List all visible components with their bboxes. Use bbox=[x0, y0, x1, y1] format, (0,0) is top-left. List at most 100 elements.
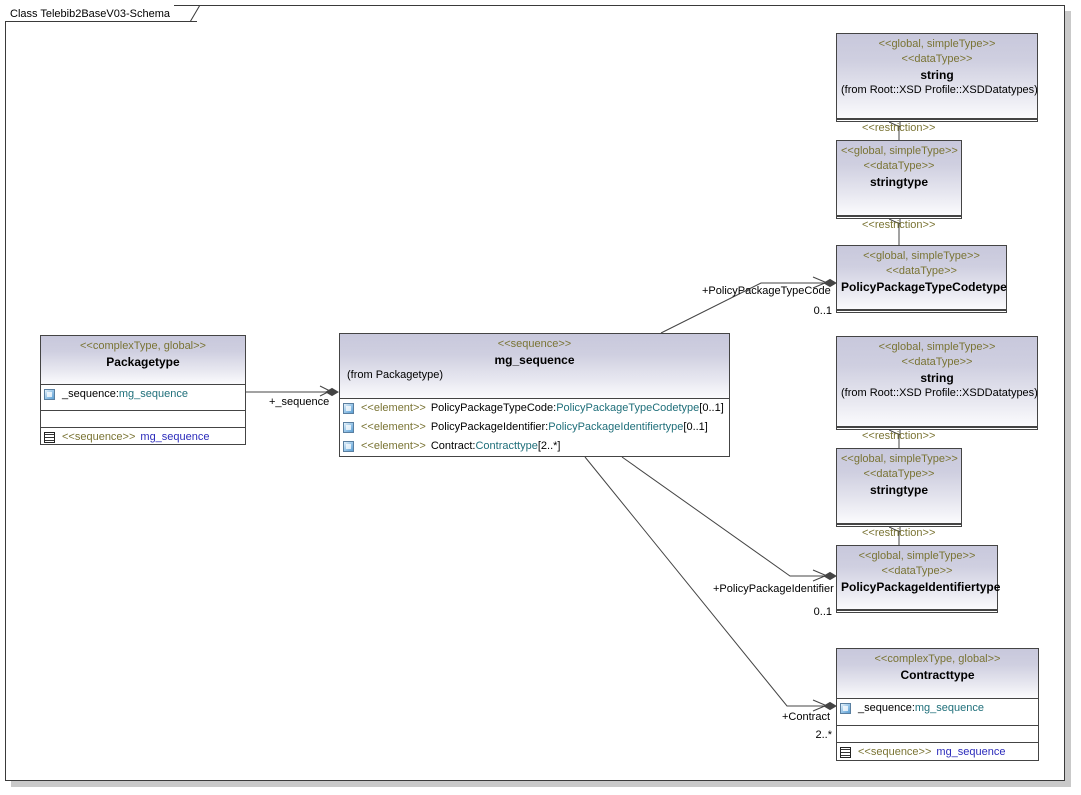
element-multiplicity: [2..*] bbox=[537, 440, 561, 452]
class-name: stringtype bbox=[869, 483, 928, 497]
element-name: Contract: bbox=[430, 440, 476, 452]
element-type: PolicyPackageIdentifiertype bbox=[548, 421, 684, 433]
diagram-title-tab[interactable]: Class Telebib2BaseV03-Schema bbox=[5, 5, 174, 22]
class-stringtype-top[interactable]: <<global, simpleType>> <<dataType>> stri… bbox=[836, 140, 962, 219]
class-attributes-compartment bbox=[837, 216, 961, 226]
class-stereotype-complextype-global: <<complexType, global>> bbox=[80, 340, 206, 352]
class-policypackagetypecodetype[interactable]: <<global, simpleType>> <<dataType>> Poli… bbox=[836, 245, 1007, 313]
operation-stereotype: <<sequence>> bbox=[858, 746, 932, 758]
class-stereotype-global-simpletype: <<global, simpleType>> bbox=[863, 250, 980, 262]
class-header: <<global, simpleType>> <<dataType>> Poli… bbox=[837, 246, 1007, 310]
class-stereotype-datatype: <<dataType>> bbox=[886, 265, 957, 277]
diagram-title-tab-slant bbox=[190, 5, 201, 22]
restriction-label-3: <<restriction>> bbox=[862, 430, 936, 442]
element-row[interactable]: <<element>> Contract: Contracttype [2..*… bbox=[340, 437, 729, 456]
class-stereotype-datatype: <<dataType>> bbox=[901, 53, 973, 65]
element-stereotype: <<element>> bbox=[361, 440, 426, 452]
assoc-contract-role-label: +Contract bbox=[782, 711, 830, 723]
assoc-sequence-role-label: +_sequence bbox=[269, 396, 330, 408]
class-attributes-compartment: _sequence: mg_sequence bbox=[41, 385, 245, 410]
class-elements-compartment: <<element>> PolicyPackageTypeCode: Polic… bbox=[340, 399, 729, 456]
element-row[interactable]: <<element>> PolicyPackageIdentifier: Pol… bbox=[340, 418, 729, 437]
element-stereotype: <<element>> bbox=[361, 421, 426, 433]
diagram-title-underline bbox=[5, 21, 197, 22]
class-attributes-compartment: _sequence: mg_sequence bbox=[837, 699, 1038, 725]
assoc-typecode-multiplicity-label: 0..1 bbox=[813, 305, 832, 317]
attribute-name: _sequence: bbox=[62, 388, 119, 400]
class-attributes-compartment bbox=[837, 524, 961, 534]
class-name: string bbox=[920, 68, 954, 82]
class-operations-compartment: <<sequence>> mg_sequence bbox=[837, 742, 1038, 768]
element-row[interactable]: <<element>> PolicyPackageTypeCode: Polic… bbox=[340, 399, 729, 418]
attribute-icon bbox=[343, 422, 354, 433]
attribute-name: _sequence: bbox=[858, 702, 915, 714]
class-name: mg_sequence bbox=[494, 353, 575, 367]
class-name: PolicyPackageTypeCodetype bbox=[841, 280, 1007, 294]
class-attributes-compartment bbox=[837, 610, 997, 620]
class-stringtype-mid[interactable]: <<global, simpleType>> <<dataType>> stri… bbox=[836, 448, 962, 527]
restriction-label-1: <<restriction>> bbox=[862, 122, 936, 134]
class-stereotype-global-simpletype: <<global, simpleType>> bbox=[878, 38, 996, 50]
class-contracttype[interactable]: <<complexType, global>> Contracttype _se… bbox=[836, 648, 1039, 761]
class-string-top[interactable]: <<global, simpleType>> <<dataType>> stri… bbox=[836, 33, 1038, 122]
class-header: <<sequence>> mg_sequence (from Packagety… bbox=[340, 334, 729, 399]
class-header: <<complexType, global>> Packagetype bbox=[41, 336, 245, 385]
attribute-row[interactable]: _sequence: mg_sequence bbox=[837, 699, 1038, 718]
assoc-contract-multiplicity-label: 2..* bbox=[815, 729, 832, 741]
class-header: <<global, simpleType>> <<dataType>> stri… bbox=[837, 141, 961, 216]
element-multiplicity: [0..1] bbox=[699, 402, 724, 414]
class-attributes-compartment bbox=[837, 119, 1037, 129]
class-header: <<complexType, global>> Contracttype bbox=[837, 649, 1038, 699]
attribute-icon bbox=[343, 441, 354, 452]
attribute-type: mg_sequence bbox=[118, 388, 188, 400]
class-stereotype-global-simpletype: <<global, simpleType>> bbox=[841, 453, 958, 465]
class-name: PolicyPackageIdentifiertype bbox=[841, 580, 1001, 594]
operation-name: mg_sequence bbox=[936, 746, 1006, 758]
class-namespace: (from Root::XSD Profile::XSDDatatypes) bbox=[841, 387, 1038, 399]
restriction-label-4: <<restriction>> bbox=[862, 527, 936, 539]
class-policypackageidentifiertype[interactable]: <<global, simpleType>> <<dataType>> Poli… bbox=[836, 545, 1001, 613]
attribute-icon bbox=[44, 389, 55, 400]
assoc-identifier-multiplicity-label: 0..1 bbox=[813, 606, 832, 618]
class-mg-sequence[interactable]: <<sequence>> mg_sequence (from Packagety… bbox=[339, 333, 730, 457]
element-name: PolicyPackageIdentifier: bbox=[430, 421, 549, 433]
attribute-icon bbox=[840, 703, 851, 714]
attribute-row[interactable]: _sequence: mg_sequence bbox=[41, 385, 245, 404]
element-name: PolicyPackageTypeCode: bbox=[430, 402, 557, 414]
class-spacer-compartment bbox=[41, 410, 245, 427]
attribute-type: mg_sequence bbox=[914, 702, 984, 714]
class-name: Contracttype bbox=[900, 668, 975, 682]
class-operations-compartment: <<sequence>> mg_sequence bbox=[41, 427, 245, 452]
class-packagetype[interactable]: <<complexType, global>> Packagetype _seq… bbox=[40, 335, 246, 445]
operation-row[interactable]: <<sequence>> mg_sequence bbox=[837, 743, 1038, 762]
class-stereotype-global-simpletype: <<global, simpleType>> bbox=[878, 341, 996, 353]
operation-stereotype: <<sequence>> bbox=[62, 431, 136, 443]
class-header: <<global, simpleType>> <<dataType>> Poli… bbox=[837, 546, 1001, 610]
class-stereotype-global-simpletype: <<global, simpleType>> bbox=[841, 145, 958, 157]
class-spacer-compartment bbox=[837, 725, 1038, 742]
class-stereotype-datatype: <<dataType>> bbox=[863, 160, 935, 172]
class-header: <<global, simpleType>> <<dataType>> stri… bbox=[837, 34, 1038, 119]
class-string-mid[interactable]: <<global, simpleType>> <<dataType>> stri… bbox=[836, 336, 1038, 430]
class-header: <<global, simpleType>> <<dataType>> stri… bbox=[837, 337, 1038, 427]
operation-icon bbox=[44, 432, 55, 443]
class-namespace: (from Packagetype) bbox=[347, 369, 443, 381]
class-stereotype-datatype: <<dataType>> bbox=[881, 565, 953, 577]
element-stereotype: <<element>> bbox=[361, 402, 426, 414]
class-header: <<global, simpleType>> <<dataType>> stri… bbox=[837, 449, 961, 524]
class-stereotype-datatype: <<dataType>> bbox=[863, 468, 935, 480]
restriction-label-2: <<restriction>> bbox=[862, 219, 936, 231]
element-multiplicity: [0..1] bbox=[683, 421, 708, 433]
operation-icon bbox=[840, 747, 851, 758]
attribute-icon bbox=[343, 403, 354, 414]
operation-row[interactable]: <<sequence>> mg_sequence bbox=[41, 428, 245, 447]
assoc-identifier-role-label: +PolicyPackageIdentifier bbox=[713, 583, 834, 595]
element-type: PolicyPackageTypeCodetype bbox=[556, 402, 700, 414]
operation-name: mg_sequence bbox=[140, 431, 210, 443]
diagram-title-label: Class Telebib2BaseV03-Schema bbox=[10, 7, 170, 20]
class-stereotype-sequence: <<sequence>> bbox=[497, 338, 572, 350]
class-name: string bbox=[920, 371, 954, 385]
class-name: stringtype bbox=[869, 175, 928, 189]
class-stereotype-global-simpletype: <<global, simpleType>> bbox=[858, 550, 976, 562]
